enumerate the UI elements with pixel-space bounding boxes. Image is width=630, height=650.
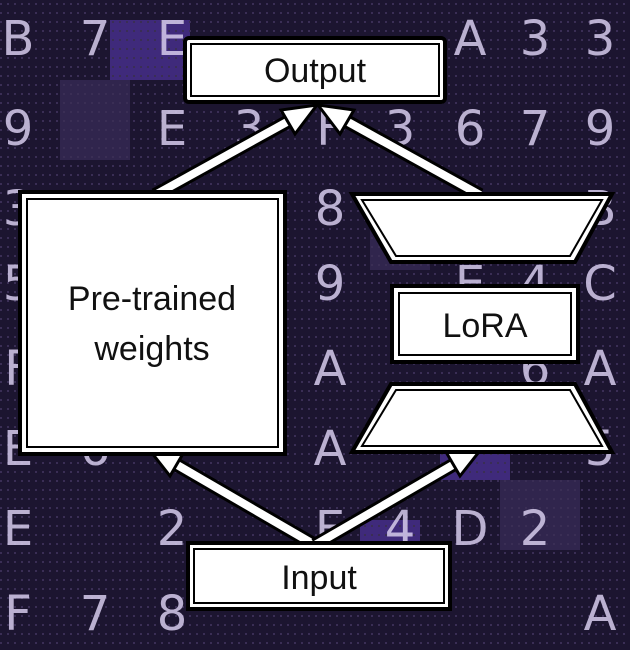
pretrained-weights-box: Pre-trained weights: [18, 190, 287, 456]
lora-label: LoRA: [442, 307, 527, 345]
background-glyph: 7: [520, 101, 551, 157]
arrow-input-to-lora: [311, 446, 486, 552]
background-glyph: F: [4, 586, 32, 642]
pretrained-label-line1: Pre-trained: [68, 280, 236, 318]
pretrained-label-line2: weights: [93, 330, 209, 368]
background-glyph: E: [157, 11, 187, 67]
background-glyph: 3: [520, 11, 551, 67]
background-glyph: 2: [520, 501, 551, 557]
background-glyph: 8: [315, 181, 346, 237]
background-glyph: B: [2, 11, 35, 67]
background-glyph: E: [3, 501, 33, 557]
background-glyph: E: [157, 101, 187, 157]
background-glyph: 3: [585, 11, 616, 67]
background-glyph: C: [583, 256, 617, 312]
input-box: Input: [186, 541, 452, 611]
input-label: Input: [281, 559, 357, 597]
background-glyph: 8: [157, 586, 188, 642]
background-glyph: D: [452, 501, 489, 557]
background-glyph: 9: [585, 101, 616, 157]
arrow-pretrained-to-output: [151, 103, 321, 202]
background-glyph: A: [314, 421, 347, 477]
background-glyph: A: [314, 341, 347, 397]
output-label: Output: [264, 52, 367, 90]
arrow-lora-to-output: [314, 103, 484, 202]
arrow-input-to-pretrained: [144, 446, 319, 552]
lora-up-projection-trapezoid: [348, 192, 616, 264]
background-tile: [500, 480, 580, 550]
background-glyph: 2: [157, 501, 188, 557]
background-glyph: 7: [80, 586, 111, 642]
background-glyph: 9: [3, 101, 34, 157]
background-glyph: A: [584, 586, 617, 642]
output-box: Output: [183, 36, 447, 104]
background-glyph: 9: [315, 256, 346, 312]
background-glyph: 7: [80, 11, 111, 67]
lora-down-projection-trapezoid: [348, 382, 616, 454]
lora-box: LoRA: [390, 284, 580, 364]
background-glyph: 6: [455, 101, 486, 157]
background-glyph: A: [584, 341, 617, 397]
background-glyph: A: [454, 11, 487, 67]
